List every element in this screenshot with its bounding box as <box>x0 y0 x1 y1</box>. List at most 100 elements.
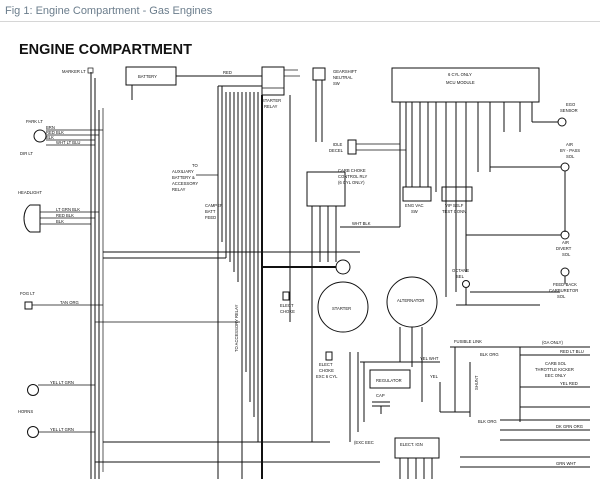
mcu-1: 6 CYL ONLY <box>448 72 472 77</box>
wire-blk-org: BLK ORG <box>480 352 499 357</box>
wire-red-lt-blu: RED LT BLU <box>560 349 584 354</box>
left-lamps: MARKER LT PARK LT DIR LT BRN RED BLK BLK… <box>18 67 104 479</box>
idle-2: DECEL <box>329 148 344 153</box>
alternator: ALTERNATOR <box>386 276 438 402</box>
wire-ga-only: (GA ONLY) <box>542 340 563 345</box>
wire-blk: BLK <box>46 135 54 140</box>
wire-yel-red: YEL RED <box>560 381 578 386</box>
carb-choke-2: CONTROL RLY <box>338 174 368 179</box>
starter-relay-2: RELAY <box>264 104 278 109</box>
wire-wht-lt-blu: WHT LT BLU <box>56 140 80 145</box>
elect-choke-2: CHOKE <box>280 309 295 314</box>
park-lt-label: PARK LT <box>26 119 43 124</box>
carb-choke-relay: CARB CHOKE CONTROL RLY (6 CYL ONLY) <box>306 168 368 282</box>
feedback-2: CARBURETOR <box>549 288 578 293</box>
exc-eec-label: (EXC EEC <box>354 440 374 445</box>
wire-blk-2: BLK <box>56 219 64 224</box>
feedback-1: FEED-BACK <box>553 282 577 287</box>
mcu-2: MCU MODULE <box>446 80 475 85</box>
camper-1: CAMPER <box>205 203 223 208</box>
acc-relay-label: TO ACCESSORY RELAY <box>234 304 239 352</box>
wire-yel-lt-grn-2: YEL LT GRN <box>50 427 74 432</box>
starter-relay-1: STARTER <box>262 98 281 103</box>
elect-choke-lower: ELECT CHOKE EXC 6 CYL <box>311 282 338 442</box>
vip-2: TEST CONN <box>442 209 466 214</box>
wire-yel-wht: YEL WHT <box>420 356 439 361</box>
wire-red-blk-2: RED BLK <box>56 213 74 218</box>
idle-1: IDLE <box>333 142 343 147</box>
ego-1: EGO <box>566 102 576 107</box>
feedback-3: SOL <box>557 294 566 299</box>
ego-2: SENSOR <box>560 108 578 113</box>
air-divert-1: AIR <box>562 240 569 245</box>
wire-red: RED <box>223 70 232 75</box>
octane-2: SEL <box>456 274 465 279</box>
camper-3: FEED <box>205 215 216 220</box>
eng-vac-1: ENG VAC <box>405 203 424 208</box>
alternator-label: ALTERNATOR <box>397 298 424 303</box>
octane-1: OCTANE <box>452 268 469 273</box>
wire-yel: YEL <box>430 374 439 379</box>
wire-yel-lt-grn: YEL LT GRN <box>50 380 74 385</box>
carb-sol-3: EEC ONLY <box>545 373 566 378</box>
air-divert-2: DIVERT <box>556 246 572 251</box>
carb-choke-1: CARB CHOKE <box>338 168 366 173</box>
wire-wht-blk: WHT BLK <box>352 221 371 226</box>
wire-tan-org: TAN ORG <box>60 300 79 305</box>
vip-1: VIP SELF <box>445 203 464 208</box>
wire-red-blk: RED BLK <box>46 130 64 135</box>
elect-choke2-1: ELECT <box>319 362 333 367</box>
wire-blk-org-2: BLK ORG <box>478 419 497 424</box>
elect-ign-label: ELECT. IGN <box>400 442 423 447</box>
air-bypass-2: BY - PASS <box>560 148 580 153</box>
air-bypass-1: AIR <box>566 142 573 147</box>
wire-lt-grn-blk: LT GRN BLK <box>56 207 80 212</box>
battery-label: BATTERY <box>138 74 157 79</box>
aux-battery-4: ACCESSORY <box>172 181 198 186</box>
fusible-link-label: FUSIBLE LINK <box>454 339 482 344</box>
wiring-diagram: ENGINE COMPARTMENT MARKER LT PARK LT DIR… <box>0 22 600 479</box>
shunt-label: SHUNT <box>474 375 479 390</box>
carb-sol-1: CARB SOL <box>545 361 567 366</box>
figure-caption: Fig 1: Engine Compartment - Gas Engines <box>0 0 600 22</box>
regulator-label: REGULATOR <box>376 378 402 383</box>
marker-lt-label: MARKER LT <box>62 69 86 74</box>
center-harness: TO AUXILIARY BATTERY & ACCESSORY RELAY C… <box>95 76 380 479</box>
air-solenoids: AIR BY - PASS SOL AIR DIVERT SOL <box>466 142 580 257</box>
fusible-shunt: FUSIBLE LINK SHUNT BLK ORG BLK ORG YEL <box>430 339 521 424</box>
starter-relay: STARTER RELAY <box>261 66 300 479</box>
mcu-module: 6 CYL ONLY MCU MODULE <box>391 67 540 227</box>
gearshift-2: NEUTRAL <box>333 75 353 80</box>
carb-choke-3: (6 CYL ONLY) <box>338 180 365 185</box>
wire-brn: BRN <box>46 125 55 130</box>
aux-battery-5: RELAY <box>172 187 186 192</box>
wire-grn-wht: GRN WHT <box>556 461 576 466</box>
ego-sensor: EGO SENSOR <box>532 102 578 127</box>
starter-label: STARTER <box>332 306 351 311</box>
cap-label: CAP <box>376 393 385 398</box>
aux-battery-2: AUXILIARY <box>172 169 194 174</box>
regulator: REGULATOR YEL WHT <box>349 352 440 442</box>
wire-dk-grn-org: DK GRN ORG <box>556 424 583 429</box>
battery: BATTERY RED <box>125 66 262 100</box>
elect-choke-left: ELECT CHOKE <box>280 291 295 314</box>
camper-2: BATT <box>205 209 216 214</box>
eng-vac-vip: ENG VAC SW VIP SELF TEST CONN WHT BLK <box>340 186 473 297</box>
aux-battery-3: BATTERY & <box>172 175 195 180</box>
fog-lt-label: FOG LT <box>20 291 35 296</box>
air-bypass-3: SOL <box>566 154 575 159</box>
right-lower-block: (GA ONLY) RED LT BLU CARB SOL THROTTLE K… <box>460 340 590 468</box>
horns-label: HORNS <box>18 409 33 414</box>
octane-feedback: OCTANE SEL FEED-BACK CARBURETOR SOL <box>452 267 578 306</box>
carb-sol-2: THROTTLE KICKER <box>535 367 574 372</box>
idle-decel: IDLE DECEL <box>329 139 406 155</box>
gearshift-3: SW <box>333 81 340 86</box>
air-divert-3: SOL <box>562 252 571 257</box>
capacitor: CAP <box>372 393 390 414</box>
elect-choke2-3: EXC 6 CYL <box>316 374 338 379</box>
elect-ign: (EXC EEC ELECT. IGN <box>354 437 440 479</box>
gearshift-switch: GEARSHIFT NEUTRAL SW <box>312 67 357 142</box>
headlight-label: HEADLIGHT <box>18 190 42 195</box>
elect-choke-1: ELECT <box>280 303 294 308</box>
starter-motor: STARTER <box>262 259 369 333</box>
